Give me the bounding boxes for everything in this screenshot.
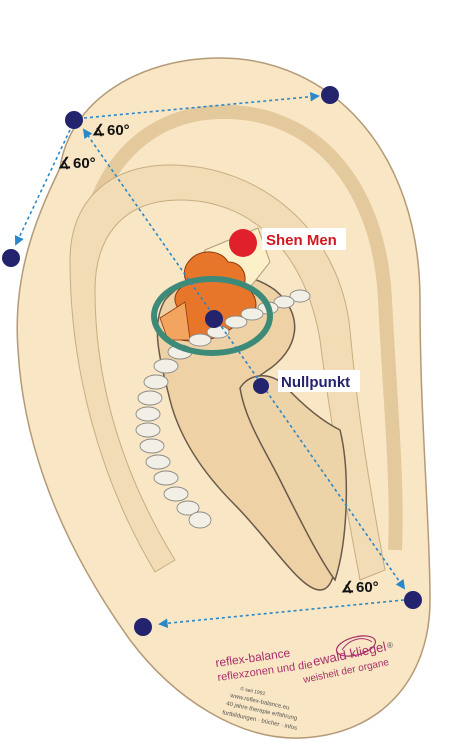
ewald-kliegel-logo-icon xyxy=(335,635,377,657)
angle-symbol-3: ∡ xyxy=(341,579,354,596)
brand-registered: ® xyxy=(387,641,393,650)
angle-label-3: 60° xyxy=(356,579,379,596)
angle-symbol-1: ∡ xyxy=(92,122,105,139)
point-center xyxy=(205,310,223,328)
nullpunkt-label-bg xyxy=(278,370,360,392)
angle-label-2: 60° xyxy=(73,155,96,172)
guide-lines xyxy=(14,91,406,629)
shen-men-label-bg xyxy=(262,228,346,250)
shen-men-label: Shen Men xyxy=(266,232,337,249)
point-top-right xyxy=(321,86,339,104)
point-bottom-right xyxy=(404,591,422,609)
point-bottom-left xyxy=(134,618,152,636)
point-left xyxy=(2,249,20,267)
point-top-left xyxy=(65,111,83,129)
angle-label-1: 60° xyxy=(107,122,130,139)
point-shen-men xyxy=(229,229,257,257)
angle-symbol-2: ∡ xyxy=(58,155,71,172)
point-nullpunkt xyxy=(253,378,269,394)
guide-bottom xyxy=(158,599,405,629)
nullpunkt-label: Nullpunkt xyxy=(281,374,350,391)
